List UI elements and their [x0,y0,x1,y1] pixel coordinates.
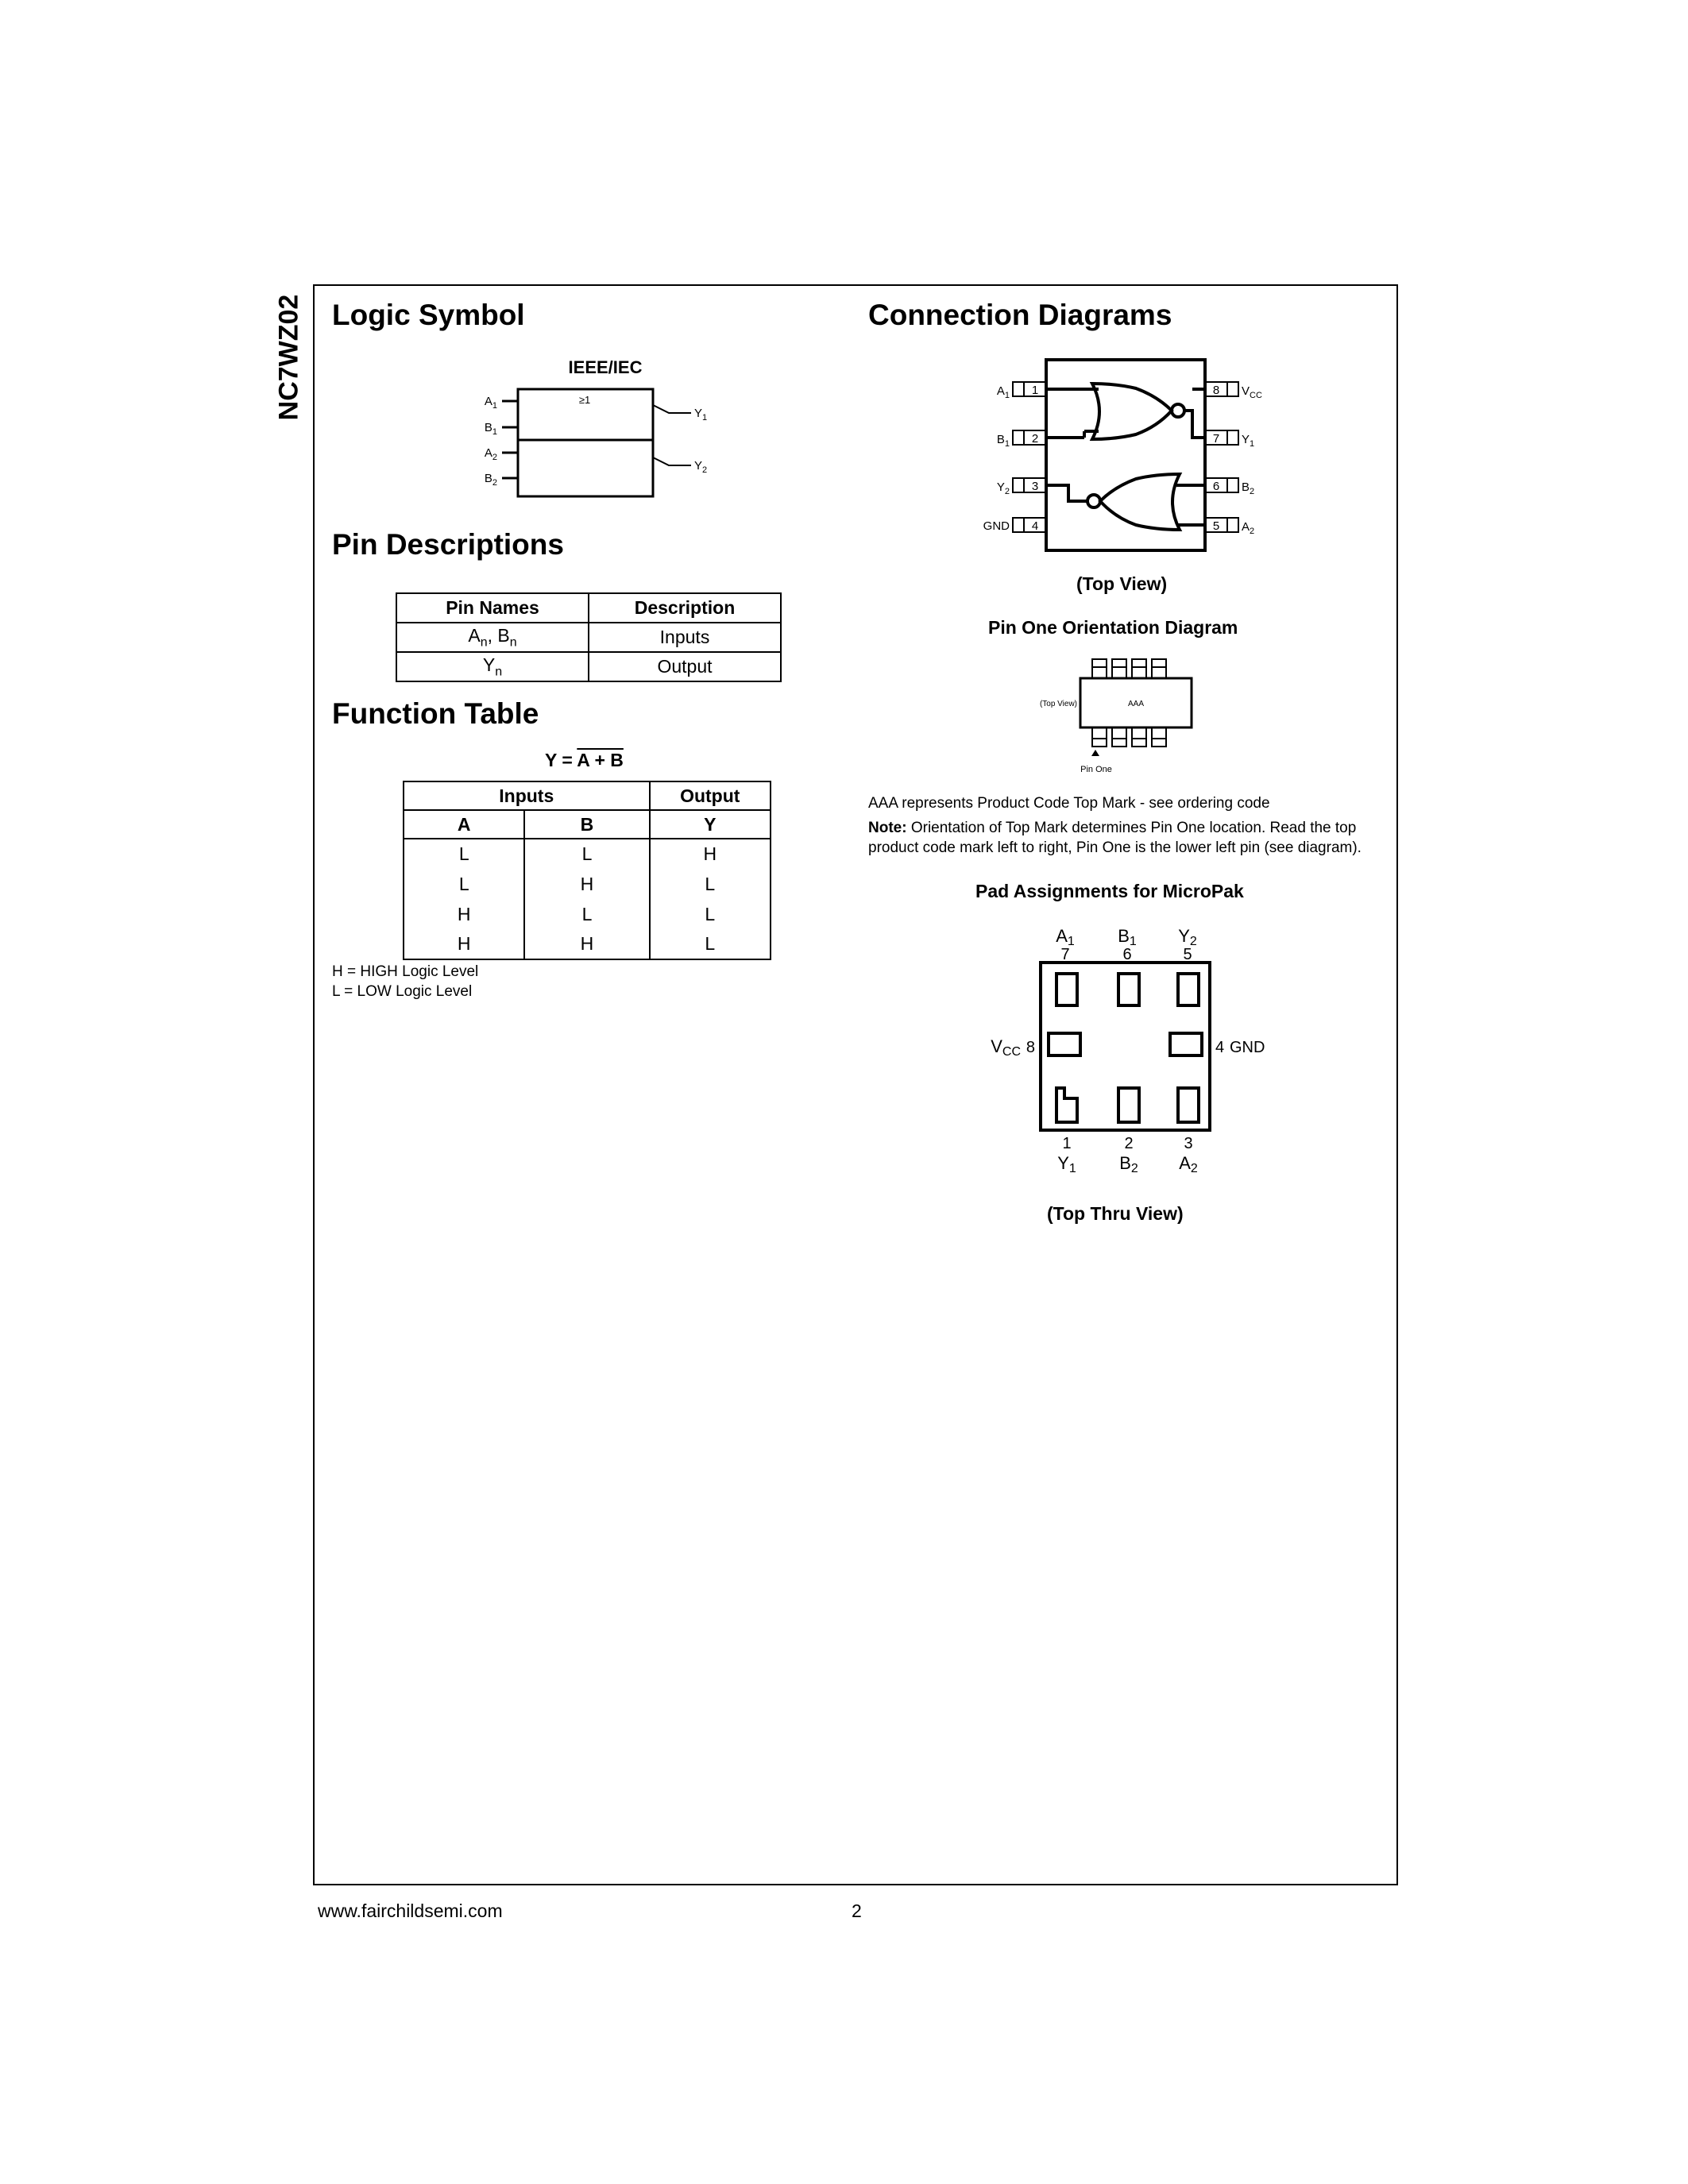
table-row: Yn Output [396,651,782,682]
pad-number-6: 6 [1122,946,1131,963]
pad-label-a2: A2 [1179,1153,1198,1175]
logic-symbol-diagram: IEEE/IEC ≥1 A1 B1 A2 B2 Y1 Y2 [485,357,707,498]
equation-rhs: A + B [577,750,624,770]
gate-mark: ≥1 [579,394,590,406]
top-mark-note: AAA represents Product Code Top Mark - s… [868,795,1270,812]
pin-one-orientation-diagram: (Top View) AAA Pin One [1040,658,1193,774]
bottom-leads [1091,727,1167,747]
input-label-a1: A1 [485,395,497,411]
table-row: L L H [402,838,772,869]
pin-label-vcc: VCC [1242,384,1262,400]
orientation-note-line-2: product code mark left to right, Pin One… [868,839,1362,856]
pin-descriptions-heading: Pin Descriptions [332,528,564,561]
pad-number-7: 7 [1060,946,1069,963]
part-number-text: NC7WZ02 [273,294,304,421]
table-row: An, Bn Inputs [396,622,782,653]
top-view-label: (Top View) [1076,573,1168,594]
pin-label-y1: Y1 [1242,433,1254,449]
pad-label-a1: A1 [1056,926,1075,948]
table-header: Description [588,592,782,623]
svg-text:8: 8 [1213,384,1219,397]
pad-number-4: 4 [1215,1039,1224,1056]
input-label-b2: B2 [485,472,497,488]
pin-label-a1: A1 [997,384,1010,400]
pin-label-gnd: GND [983,519,1010,533]
nor-gate-1 [1046,381,1205,442]
page-frame [313,284,1398,1885]
footer-url[interactable]: www.fairchildsemi.com [318,1900,503,1921]
top-mark: AAA [1128,700,1144,708]
table-row: H H L [402,929,772,960]
pin-label-y2: Y2 [997,480,1010,496]
legend-high: H = HIGH Logic Level [332,963,479,980]
svg-text:1: 1 [1032,384,1038,397]
function-table: Inputs Output A B Y L L H L H L H L L H … [402,781,772,960]
svg-text:4: 4 [1032,519,1038,533]
legend-low: L = LOW Logic Level [332,983,473,1000]
right-pins [1204,381,1239,533]
pin-one-title: Pin One Orientation Diagram [988,617,1238,638]
package-body [1045,358,1207,552]
table-row: L H L [402,869,772,899]
function-table-heading: Function Table [332,697,539,730]
left-pins [1012,381,1047,533]
micropak-title: Pad Assignments for MicroPak [975,881,1244,901]
pin-one-arrow-icon [1091,750,1099,756]
pin-name-cell: Yn [396,651,589,682]
gate-box [516,388,655,498]
table-header: Inputs [403,781,651,811]
pad-label-y2: Y2 [1178,926,1197,948]
pads [1047,972,1203,1124]
pin-label-a2: A2 [1242,520,1254,536]
input-label-b1: B1 [485,421,497,437]
svg-text:3: 3 [1032,480,1038,493]
pin-label-b2: B2 [1242,480,1254,496]
logic-equation: Y = A + B [545,750,624,770]
logic-symbol-heading: Logic Symbol [332,299,525,331]
pad-label-b1: B1 [1118,926,1137,948]
connection-diagram: 1 2 3 4 8 7 6 5 A1 B1 Y2 GND VCC Y1 B2 A… [983,358,1262,552]
table-header: Pin Names [396,592,589,623]
micropak-package [1039,961,1211,1132]
pad-label-b2: B2 [1119,1153,1138,1175]
pad-label-y1: Y1 [1057,1153,1076,1175]
table-header: Output [648,781,772,811]
orientation-note-line-1: Note: Orientation of Top Mark determines… [868,820,1357,836]
connection-diagrams-heading: Connection Diagrams [868,299,1172,331]
pad-label-vcc: VCC [991,1036,1021,1059]
description-cell: Inputs [588,622,782,653]
table-header: B [523,809,651,839]
micropak-pad-diagram: A1 B1 Y2 7 6 5 VCC 8 4 GND 1 2 3 Y1 B2 A… [991,926,1265,1175]
pin-name-cell: An, Bn [396,622,589,653]
table-header: Y [648,809,772,839]
description-cell: Output [588,651,782,682]
pad-number-3: 3 [1184,1135,1192,1152]
svg-text:2: 2 [1032,432,1038,446]
part-number-title: NC7WZ02 [273,286,305,429]
output-label-y1: Y1 [694,407,707,423]
standard-label: IEEE/IEC [569,357,643,377]
output-label-y2: Y2 [694,459,707,475]
table-header: A [402,809,526,839]
orientation-top-view-label: (Top View) [1040,700,1077,708]
svg-text:5: 5 [1213,519,1219,533]
top-leads [1091,658,1167,679]
pin-label-b1: B1 [997,433,1010,449]
nor-gate-2 [1046,472,1205,532]
svg-text:6: 6 [1213,480,1219,493]
page-number: 2 [852,1900,862,1921]
pin-one-label: Pin One [1080,765,1112,774]
pin-descriptions-table: Pin Names Description An, Bn Inputs Yn O… [396,592,782,682]
pad-number-8: 8 [1026,1039,1035,1056]
top-thru-view-label: (Top Thru View) [1047,1203,1184,1224]
pad-label-gnd: GND [1230,1039,1265,1056]
pad-number-5: 5 [1183,946,1192,963]
svg-text:7: 7 [1213,432,1219,446]
pad-number-1: 1 [1062,1135,1071,1152]
pad-number-2: 2 [1124,1135,1133,1152]
table-row: H L L [402,899,772,929]
input-label-a2: A2 [485,446,497,462]
